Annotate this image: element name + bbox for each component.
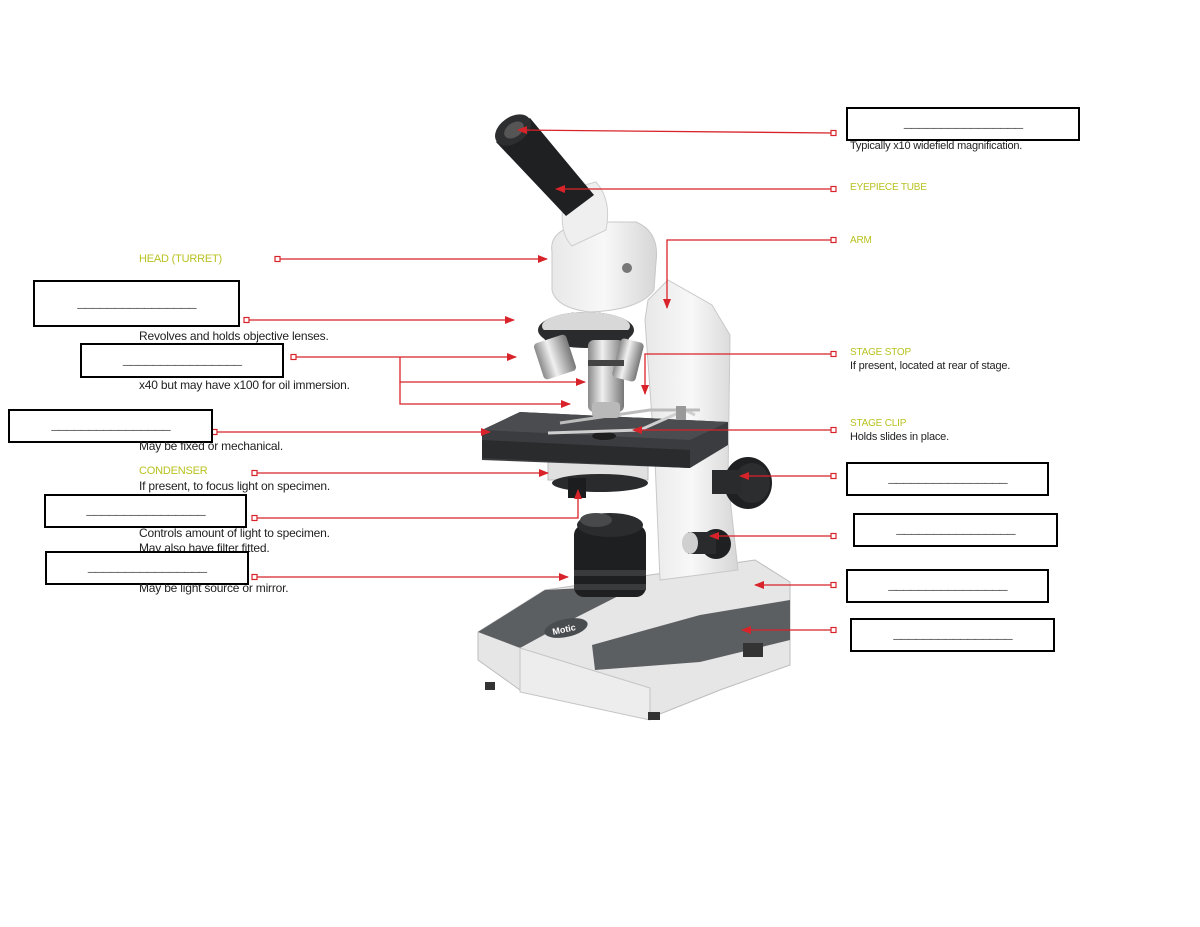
arrow-eyepiece [517,126,834,135]
label-condenser: CONDENSER [139,465,208,477]
desc-stage: May be fixed or mechanical. [139,439,284,453]
desc-illuminator: May be light source or mirror. [139,581,289,595]
blank-fine-focus[interactable]: ________________ [853,513,1058,547]
arrow-diaphragm [255,489,582,519]
label-arm: ARM [850,235,872,246]
desc-eyepiece: Typically x10 widefield magnification. [850,140,1023,152]
label-stage-stop: STAGE STOP [850,347,911,358]
stage-clip-shape [547,408,696,435]
eyepiece-lens-shape [504,121,524,139]
arrow-endpoints [211,129,837,634]
blank-coarse-focus[interactable]: ________________ [846,462,1049,496]
label-head: HEAD (TURRET) [139,253,222,265]
head-shape [551,181,658,313]
objective-lenses-shape [534,334,644,418]
microscope-image: Motic [477,114,791,721]
arrow-stage-stop [641,353,833,395]
stage-shape [482,406,728,468]
blank-objectives[interactable]: ________________ [80,343,284,378]
base-shape: Motic [477,559,791,721]
eyepiece-tube-shape [494,114,594,216]
desc-condenser: If present, to focus light on specimen. [139,479,330,493]
label-stage-clip: STAGE CLIP [850,418,907,429]
desc-stage-clip: Holds slides in place. [850,431,949,443]
power-switch-shape [743,643,763,657]
condenser-shape [547,461,649,498]
desc-diaphragm-1: Controls amount of light to specimen. [139,526,330,540]
illuminator-shape [574,513,646,597]
label-eyepiece-tube: EYEPIECE TUBE [850,182,927,193]
blank-diaphragm[interactable]: ________________ [44,494,247,528]
blank-base[interactable]: ________________ [846,569,1049,603]
brand-logo: Motic [551,622,576,637]
arrow-objective-3 [399,382,571,408]
arrow-arm [663,239,833,309]
desc-objectives: x40 but may have x100 for oil immersion. [139,378,350,392]
blank-power-switch[interactable]: ________________ [850,618,1055,652]
blank-eyepiece[interactable]: ________________ [846,107,1080,141]
blank-stage[interactable]: ________________ [8,409,213,443]
blank-nosepiece[interactable]: ________________ [33,280,240,327]
arrows [215,126,834,634]
desc-nosepiece: Revolves and holds objective lenses. [139,329,329,343]
blank-illuminator[interactable]: ________________ [45,551,249,585]
desc-stage-stop: If present, located at rear of stage. [850,360,1011,372]
